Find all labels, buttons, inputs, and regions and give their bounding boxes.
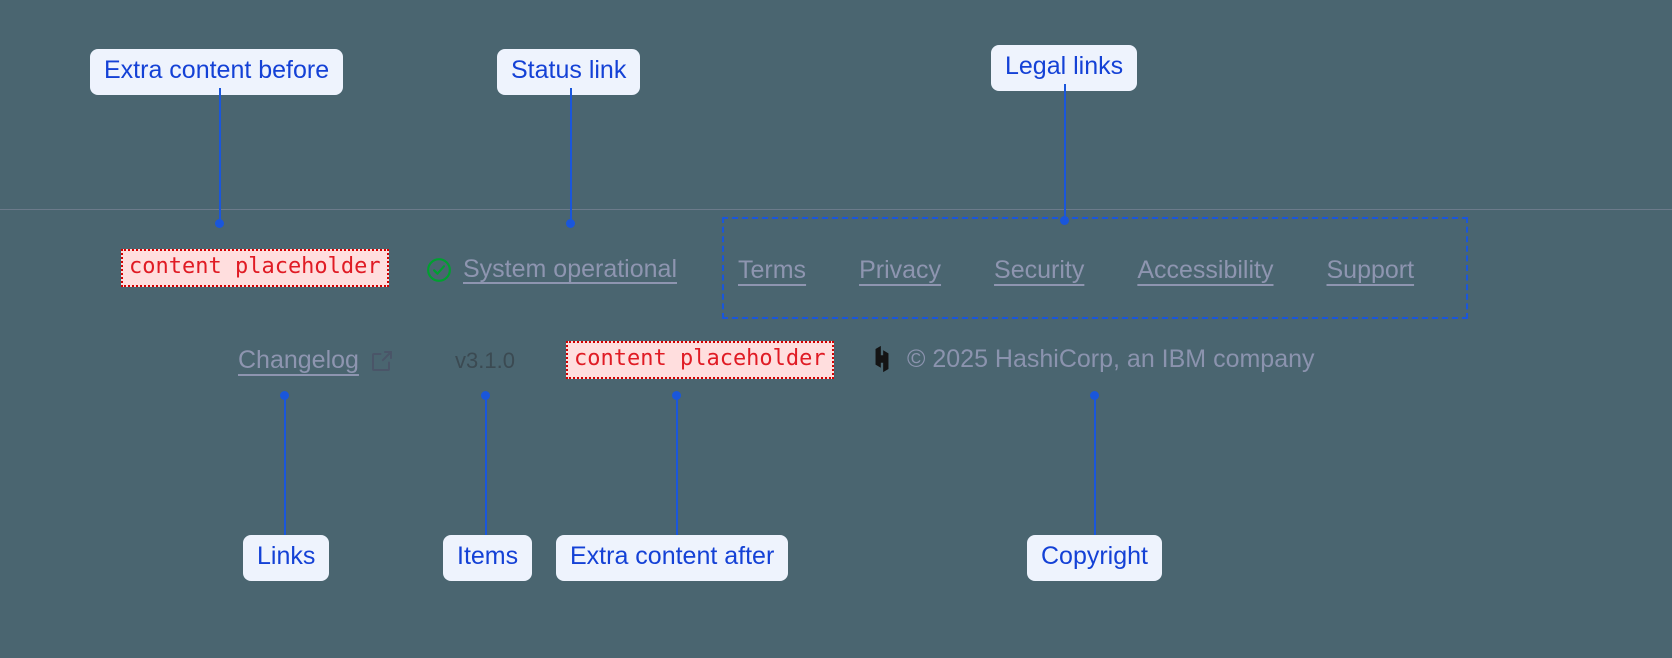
leader-line-links [284, 396, 286, 536]
leader-line-extra-after [676, 396, 678, 536]
legal-links-list: Terms Privacy Security Accessibility Sup… [738, 256, 1414, 285]
leader-dot-status-link [566, 219, 575, 228]
annotation-links: Links [243, 535, 330, 581]
legal-link-accessibility[interactable]: Accessibility [1137, 256, 1274, 284]
annotation-legal-links: Legal links [991, 45, 1138, 91]
legal-link-security[interactable]: Security [994, 256, 1085, 284]
copyright-block: © 2025 HashiCorp, an IBM company [868, 344, 1315, 374]
leader-dot-extra-before [215, 219, 224, 228]
leader-line-legal-links [1064, 84, 1066, 220]
legal-link-terms[interactable]: Terms [738, 256, 807, 284]
status-link[interactable]: System operational [426, 255, 677, 284]
hashicorp-logo [868, 344, 896, 374]
version-label: v3.1.0 [455, 348, 515, 373]
footer-top-divider [0, 209, 1672, 210]
check-circle-icon [426, 257, 452, 283]
external-link-icon [370, 349, 394, 373]
leader-dot-copyright [1090, 391, 1099, 400]
legal-links-highlight-box [722, 217, 1468, 319]
legal-link-support[interactable]: Support [1326, 256, 1415, 284]
annotation-copyright: Copyright [1027, 535, 1162, 581]
leader-dot-links [280, 391, 289, 400]
status-link-label: System operational [463, 255, 678, 283]
annotation-items: Items [443, 535, 533, 581]
leader-line-status-link [570, 88, 572, 223]
extra-content-after-placeholder: content placeholder [566, 341, 834, 379]
annotation-extra-content-before: Extra content before [90, 49, 344, 95]
annotation-extra-content-after: Extra content after [556, 535, 789, 581]
leader-line-copyright [1094, 396, 1096, 536]
extra-content-before-placeholder: content placeholder [121, 249, 389, 287]
leader-line-extra-before [219, 88, 221, 223]
leader-dot-legal-links [1060, 216, 1069, 225]
leader-dot-items [481, 391, 490, 400]
annotation-status-link: Status link [497, 49, 641, 95]
legal-link-privacy[interactable]: Privacy [859, 256, 942, 284]
changelog-label: Changelog [238, 346, 359, 374]
changelog-link[interactable]: Changelog [238, 346, 394, 375]
copyright-text: © 2025 HashiCorp, an IBM company [907, 344, 1315, 373]
leader-line-items [485, 396, 487, 536]
leader-dot-extra-after [672, 391, 681, 400]
